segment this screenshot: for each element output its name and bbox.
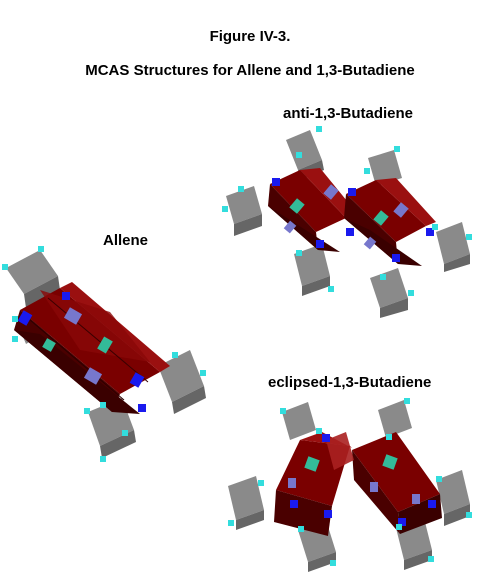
- label-anti-butadiene: anti-1,3-Butadiene: [283, 105, 414, 122]
- allene-model: [2, 246, 206, 462]
- anti-hydrogen-tips: [222, 126, 472, 296]
- label-eclipsed-butadiene: eclipsed-1,3-Butadiene: [268, 374, 432, 391]
- eclipsed-butadiene-model: [228, 398, 472, 572]
- anti-butadiene-model: [222, 126, 472, 318]
- label-allene: Allene: [103, 232, 149, 249]
- anti-hydrogen-blocks: [226, 130, 470, 318]
- figure-title: MCAS Structures for Allene and 1,3-Butad…: [85, 62, 415, 79]
- eclipsed-hydrogen-tips: [228, 398, 472, 566]
- allene-hydrogen-tips: [2, 246, 206, 462]
- figure-number: Figure IV-3.: [209, 28, 291, 45]
